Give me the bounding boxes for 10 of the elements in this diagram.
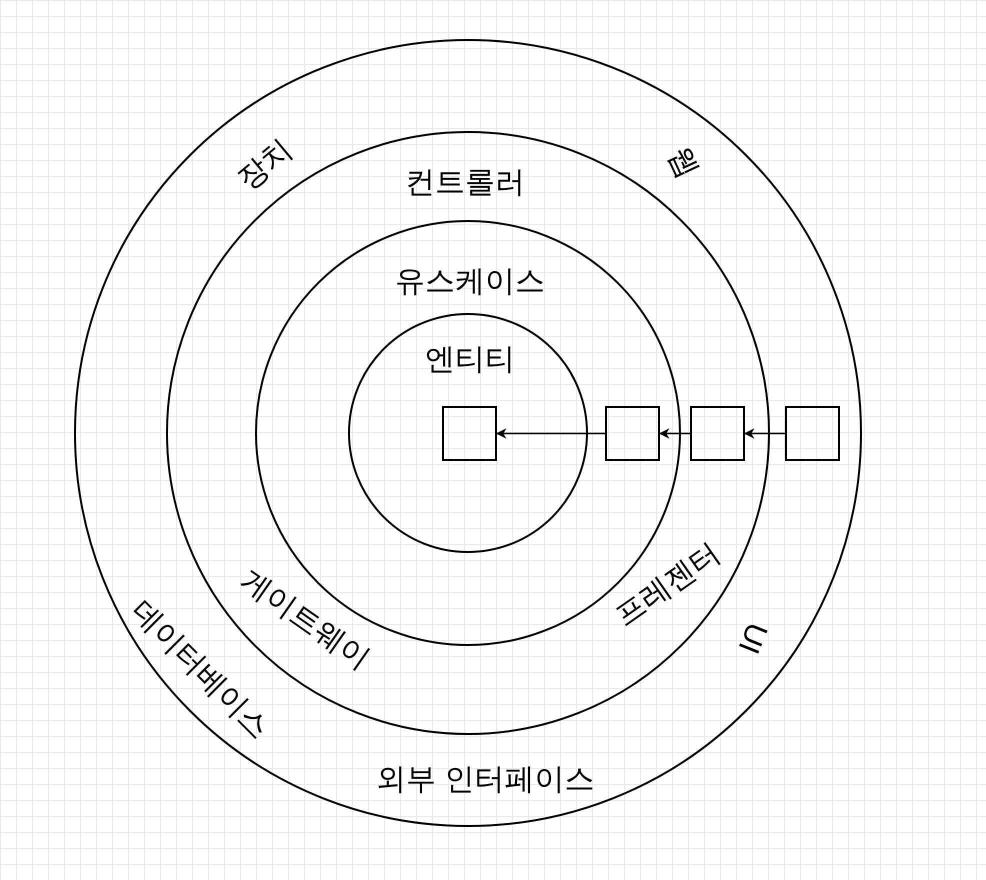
layer-label: 컨트롤러	[405, 168, 525, 198]
layer-label: 외부 인터페이스	[376, 765, 594, 795]
arrow	[658, 428, 690, 439]
layer-label: UI	[732, 618, 772, 658]
arrow	[496, 428, 605, 439]
arrow	[744, 428, 785, 439]
layer-label: 엔티티	[425, 345, 515, 375]
layer-label: 웹	[663, 143, 703, 183]
layer-label: 유스케이스	[395, 267, 545, 297]
layer-label: 장치	[232, 134, 298, 196]
